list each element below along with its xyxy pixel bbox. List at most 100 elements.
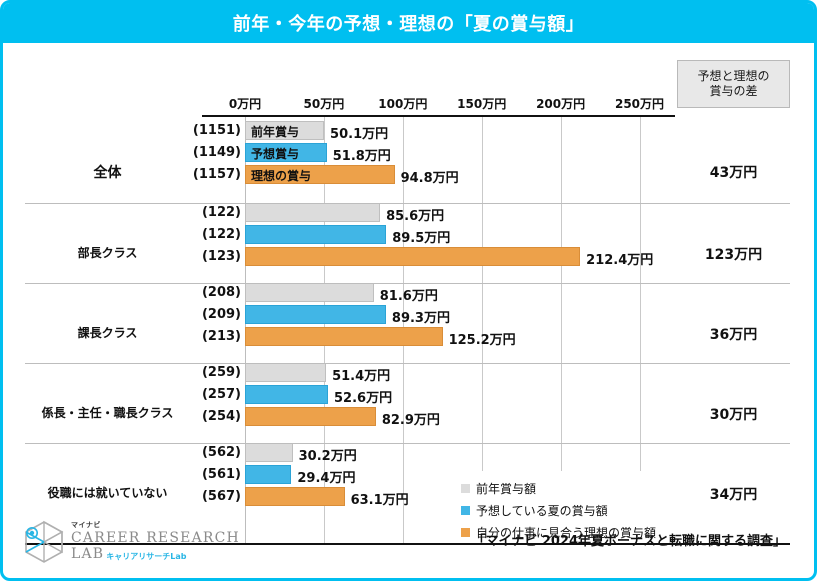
- difference-value: 36万円: [709, 327, 758, 343]
- bar-value-label: 81.6万円: [379, 289, 438, 304]
- sample-size-label: (122): [201, 205, 241, 220]
- inbar-series-label-prev: 前年賞与: [251, 125, 300, 139]
- legend-swatch-icon: [461, 527, 470, 537]
- bar-value-label: 125.2万円: [448, 333, 516, 348]
- difference-header-line1: 予想と理想の: [697, 69, 770, 83]
- sample-size-label: (1151): [192, 123, 241, 138]
- source-citation: 「マイナビ 2024年夏ボーナスと転職に関する調査」: [472, 534, 786, 549]
- bar-prev: [245, 443, 293, 462]
- sample-size-label: (562): [201, 445, 241, 460]
- bar-ideal: [245, 407, 376, 426]
- bar-prev: [245, 363, 327, 382]
- group-separator: [25, 203, 790, 204]
- header-banner: 前年・今年の予想・理想の「夏の賞与額」: [3, 3, 814, 43]
- bar-group: 係長・主任・職長クラス (259) 51.4万円 (257) 52.6万円 (254) 82…: [3, 363, 814, 443]
- sample-size-label: (561): [201, 467, 241, 482]
- category-label: 課長クラス: [77, 326, 138, 340]
- bar-prev: [245, 121, 325, 140]
- logo-text: マイナビ CAREER RESEARCH LAB キャリアリサーチLab: [71, 520, 240, 562]
- x-axis-bottom-rule: [25, 543, 790, 545]
- x-axis-tick-label: 100万円: [378, 97, 428, 111]
- gridline: [639, 117, 641, 543]
- sample-size-label: (254): [201, 409, 241, 424]
- bar-prev: [245, 283, 374, 302]
- bar-expect: [245, 143, 327, 162]
- bar-value-label: 50.1万円: [330, 127, 389, 142]
- inbar-series-label-ideal: 理想の賞与: [251, 169, 312, 183]
- chart-legend: 前年賞与額予想している夏の賞与額自分の仕事に見合う理想の賞与額: [453, 471, 678, 543]
- footer: マイナビ CAREER RESEARCH LAB キャリアリサーチLab 「マイ…: [3, 510, 814, 578]
- sample-size-label: (208): [201, 285, 241, 300]
- legend-item: 予想している夏の賞与額: [461, 499, 670, 521]
- bar-value-label: 63.1万円: [350, 493, 409, 508]
- bar-value-label: 85.6万円: [386, 209, 445, 224]
- bar-value-label: 82.9万円: [381, 413, 440, 428]
- legend-item: 自分の仕事に見合う理想の賞与額: [461, 521, 670, 543]
- bar-ideal: [245, 247, 581, 266]
- bar-value-label: 51.8万円: [332, 149, 391, 164]
- legend-label: 予想している夏の賞与額: [476, 503, 608, 518]
- bar-group: 課長クラス (208) 81.6万円 (209) 89.3万円 (213) 125.2万円 3…: [3, 283, 814, 363]
- difference-column-header: 予想と理想の 賞与の差: [677, 60, 790, 108]
- difference-value: 123万円: [704, 247, 763, 263]
- category-label: 係長・主任・職長クラス: [41, 406, 174, 420]
- x-axis-tick-labels: 0万円 50万円 100万円 150万円 200万円 250万円: [3, 95, 683, 113]
- sample-size-label: (122): [201, 227, 241, 242]
- x-axis-tick-label: 200万円: [536, 97, 586, 111]
- legend-swatch-icon: [461, 483, 470, 493]
- category-label: 部長クラス: [77, 246, 138, 260]
- logo-sub-label: キャリアリサーチLab: [106, 552, 187, 562]
- x-axis-tick-label: 250万円: [614, 97, 665, 111]
- x-axis-tick-label: 150万円: [457, 97, 507, 111]
- group-separator: [25, 443, 790, 444]
- gridline: [481, 117, 483, 543]
- group-separator: [25, 363, 790, 364]
- sample-size-label: (209): [201, 307, 241, 322]
- logo-brand-label: マイナビ: [71, 520, 101, 529]
- inbar-series-label-expect: 予想賞与: [251, 147, 300, 161]
- bar-value-label: 51.4万円: [332, 369, 391, 384]
- difference-value: 30万円: [709, 407, 758, 423]
- difference-value: 43万円: [709, 165, 758, 181]
- bar-ideal: [245, 165, 395, 184]
- sample-size-label: (1149): [192, 145, 241, 160]
- bar-value-label: 212.4万円: [586, 253, 654, 268]
- logo-main-line2: LAB: [71, 546, 105, 562]
- x-axis-tick-label: 50万円: [303, 97, 345, 111]
- bar-value-label: 30.2万円: [298, 449, 357, 464]
- category-label: 役職には就いていない: [47, 486, 168, 500]
- bar-value-label: 89.3万円: [391, 311, 450, 326]
- bar-expect: [245, 385, 328, 404]
- logo-main-line1: CAREER RESEARCH: [71, 529, 240, 546]
- bar-ideal: [245, 327, 443, 346]
- bar-ideal: [245, 487, 345, 506]
- page-title: 前年・今年の予想・理想の「夏の賞与額」: [232, 14, 585, 35]
- legend-label: 前年賞与額: [476, 481, 537, 496]
- career-research-lab-logo: マイナビ CAREER RESEARCH LAB キャリアリサーチLab: [21, 518, 240, 564]
- bar-value-label: 52.6万円: [334, 391, 393, 406]
- x-axis-tick-label: 0万円: [228, 97, 262, 111]
- category-label: 全体: [93, 165, 122, 181]
- sample-size-label: (213): [201, 329, 241, 344]
- bar-group: 全体 (1151) 50.1万円 前年賞与 (1149) 51.8万円 予想賞与 (1157)…: [3, 121, 814, 203]
- legend-item: 前年賞与額: [461, 477, 670, 499]
- sample-size-label: (259): [201, 365, 241, 380]
- group-separator: [25, 283, 790, 284]
- bar-prev: [245, 203, 381, 222]
- bar-expect: [245, 305, 386, 324]
- sample-size-label: (567): [201, 489, 241, 504]
- bar-value-label: 94.8万円: [400, 171, 459, 186]
- sample-size-label: (1157): [192, 167, 241, 182]
- bar-group: 役職には就いていない (562) 30.2万円 (561) 29.4万円 (567) 63.…: [3, 443, 814, 543]
- legend-swatch-icon: [461, 505, 470, 515]
- bar-value-label: 29.4万円: [297, 471, 356, 486]
- sample-size-label: (257): [201, 387, 241, 402]
- x-axis-top-rule: [202, 115, 675, 117]
- bar-expect: [245, 465, 292, 484]
- bar-expect: [245, 225, 387, 244]
- logo-mark-icon: [25, 520, 64, 563]
- difference-header-line2: 賞与の差: [709, 84, 758, 98]
